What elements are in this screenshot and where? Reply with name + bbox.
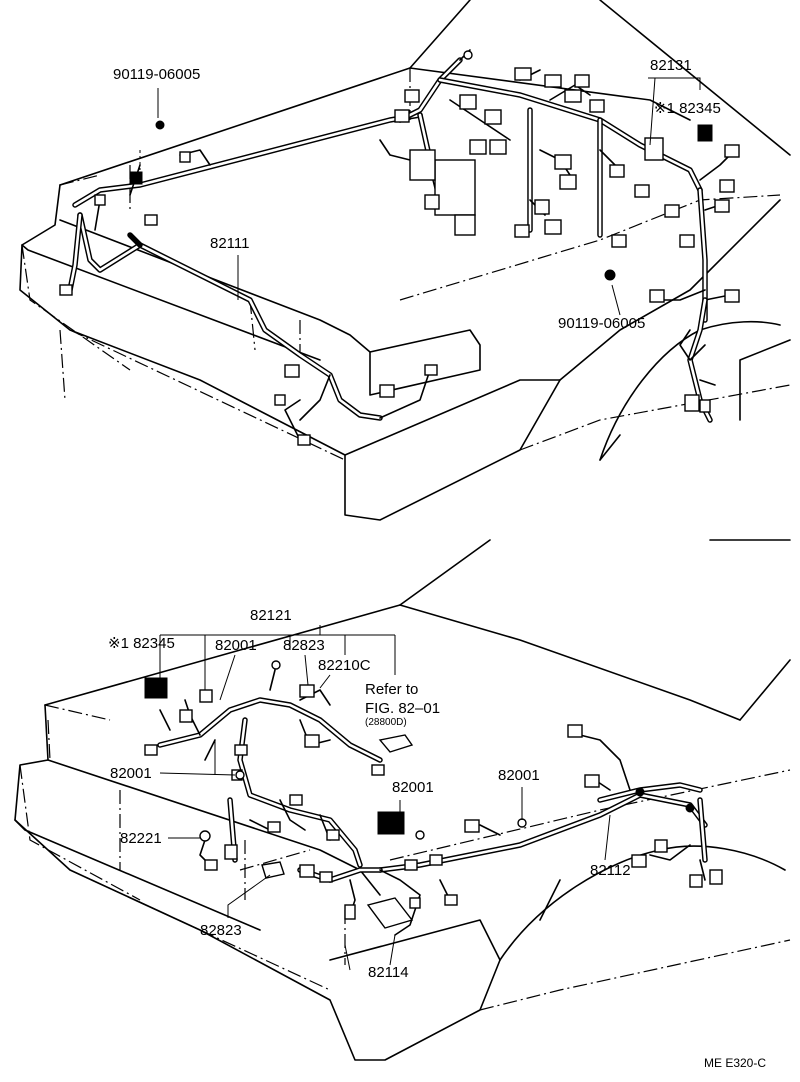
label-82221: 82221 (120, 830, 162, 847)
label-82001-mid: 82001 (392, 779, 434, 796)
label-82210c: 82210C (318, 657, 371, 674)
label-1-82345-top: ※1 82345 (654, 100, 721, 117)
harness-82131 (644, 124, 716, 423)
bottom-labels: 82121 ※1 82345 82001 82823 82210C Refer … (108, 607, 631, 981)
top-labels: 90119-06005 82111 82131 ※1 82345 90119-0… (113, 57, 721, 332)
top-view: 90119-06005 82111 82131 ※1 82345 90119-0… (19, 0, 791, 521)
label-82823-bottom: 82823 (200, 922, 242, 939)
label-90119-06005-left: 90119-06005 (113, 66, 200, 83)
top-body-outline (19, 0, 791, 521)
label-82001-top: 82001 (215, 637, 257, 654)
label-82114: 82114 (368, 964, 409, 981)
label-82001-left: 82001 (110, 765, 152, 782)
label-82131: 82131 (650, 57, 692, 74)
label-82121: 82121 (250, 607, 292, 624)
label-82112: 82112 (590, 862, 631, 879)
label-82823-top: 82823 (283, 637, 325, 654)
harness-82121 (144, 660, 414, 868)
harness-82114 (297, 854, 458, 936)
refer-figure-line: FIG. 82–01 (365, 700, 440, 717)
top-center-cluster (379, 49, 740, 323)
refer-code-line: (28800D) (365, 717, 407, 728)
label-1-82345-bottom: ※1 82345 (108, 635, 175, 652)
top-left-connectors (59, 120, 616, 446)
label-82111: 82111 (210, 235, 250, 252)
refer-to-line: Refer to (365, 681, 418, 698)
bottom-view: 82121 ※1 82345 82001 82823 82210C Refer … (14, 539, 791, 1061)
label-82001-right: 82001 (498, 767, 540, 784)
harness-82221 (199, 830, 285, 879)
bottom-body-outline (14, 539, 791, 1061)
drawing-code: ME E320-C (704, 1056, 766, 1070)
harness-82112 (377, 724, 723, 888)
label-90119-06005-right: 90119-06005 (558, 315, 645, 332)
